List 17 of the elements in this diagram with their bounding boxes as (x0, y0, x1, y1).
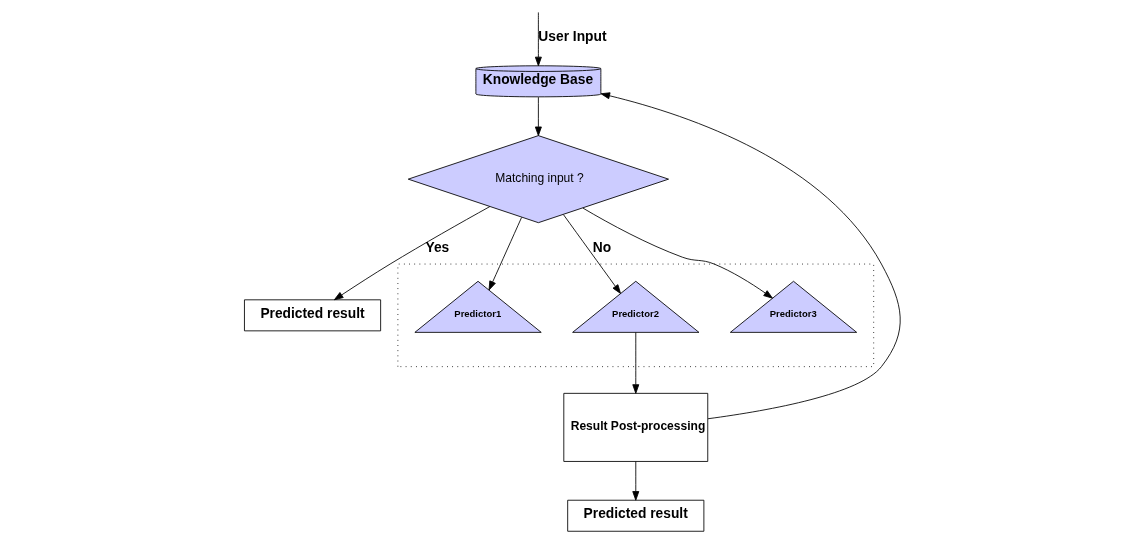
node-box: Predicted result (567, 499, 705, 532)
arrow (632, 332, 640, 394)
edge-label: Yes (425, 239, 450, 255)
arrow (534, 96, 542, 136)
arrow (563, 214, 621, 294)
arrow (333, 206, 491, 301)
edge-label: User Input (538, 29, 607, 45)
node-box: Result Post-processing (563, 392, 709, 462)
node-diamond: Matching input ? (407, 135, 669, 224)
cluster (397, 263, 875, 368)
arrow (582, 207, 773, 299)
arrow (534, 12, 542, 67)
arrow (600, 92, 901, 420)
arrow (632, 461, 640, 501)
edge-label: No (592, 239, 612, 255)
arrow (488, 217, 522, 291)
node-box: Predicted result (244, 299, 382, 332)
